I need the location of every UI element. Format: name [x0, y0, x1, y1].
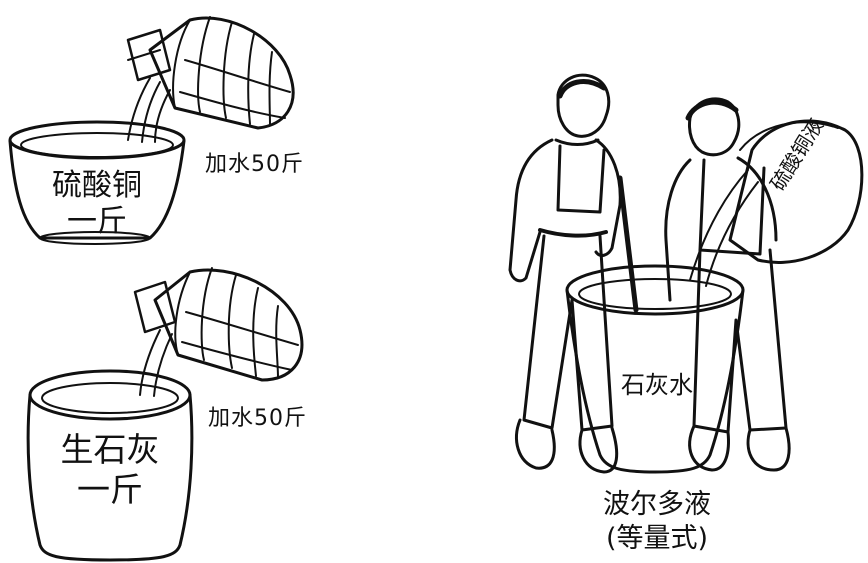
bottom-left-pour-stream: [139, 329, 173, 397]
pot-label-quicklime-line2: 一斤: [77, 470, 143, 509]
bottom-left-pot: [26, 369, 194, 562]
caption-line1: 波尔多液: [603, 489, 711, 520]
bottom-left-bucket: [133, 267, 304, 382]
tub-label-lime-water: 石灰水: [621, 371, 693, 399]
right-worker: [664, 97, 791, 472]
stirring-stick: [617, 175, 639, 313]
pot-label-quicklime: 生石灰 一斤: [45, 430, 175, 510]
pot-label-copper-sulfate-line2: 一斤: [67, 204, 127, 239]
caption-line2: (等量式): [605, 523, 709, 554]
caption-bordeaux-mixture: 波尔多液 (等量式): [582, 488, 732, 556]
left-worker: [508, 73, 622, 474]
copper-sulfate-vessel: [728, 119, 864, 264]
water-note-bottom: 加水50斤: [208, 406, 307, 431]
top-left-bucket: [126, 16, 295, 130]
pot-label-copper-sulfate: 硫酸铜 一斤: [34, 168, 160, 240]
top-left-pour-stream: [127, 77, 171, 143]
top-left-pot: [8, 120, 186, 245]
pot-label-quicklime-line1: 生石灰: [60, 430, 160, 469]
pot-label-copper-sulfate-line1: 硫酸铜: [52, 168, 142, 203]
lime-water-tub: [565, 264, 745, 474]
water-note-top: 加水50斤: [205, 152, 304, 177]
